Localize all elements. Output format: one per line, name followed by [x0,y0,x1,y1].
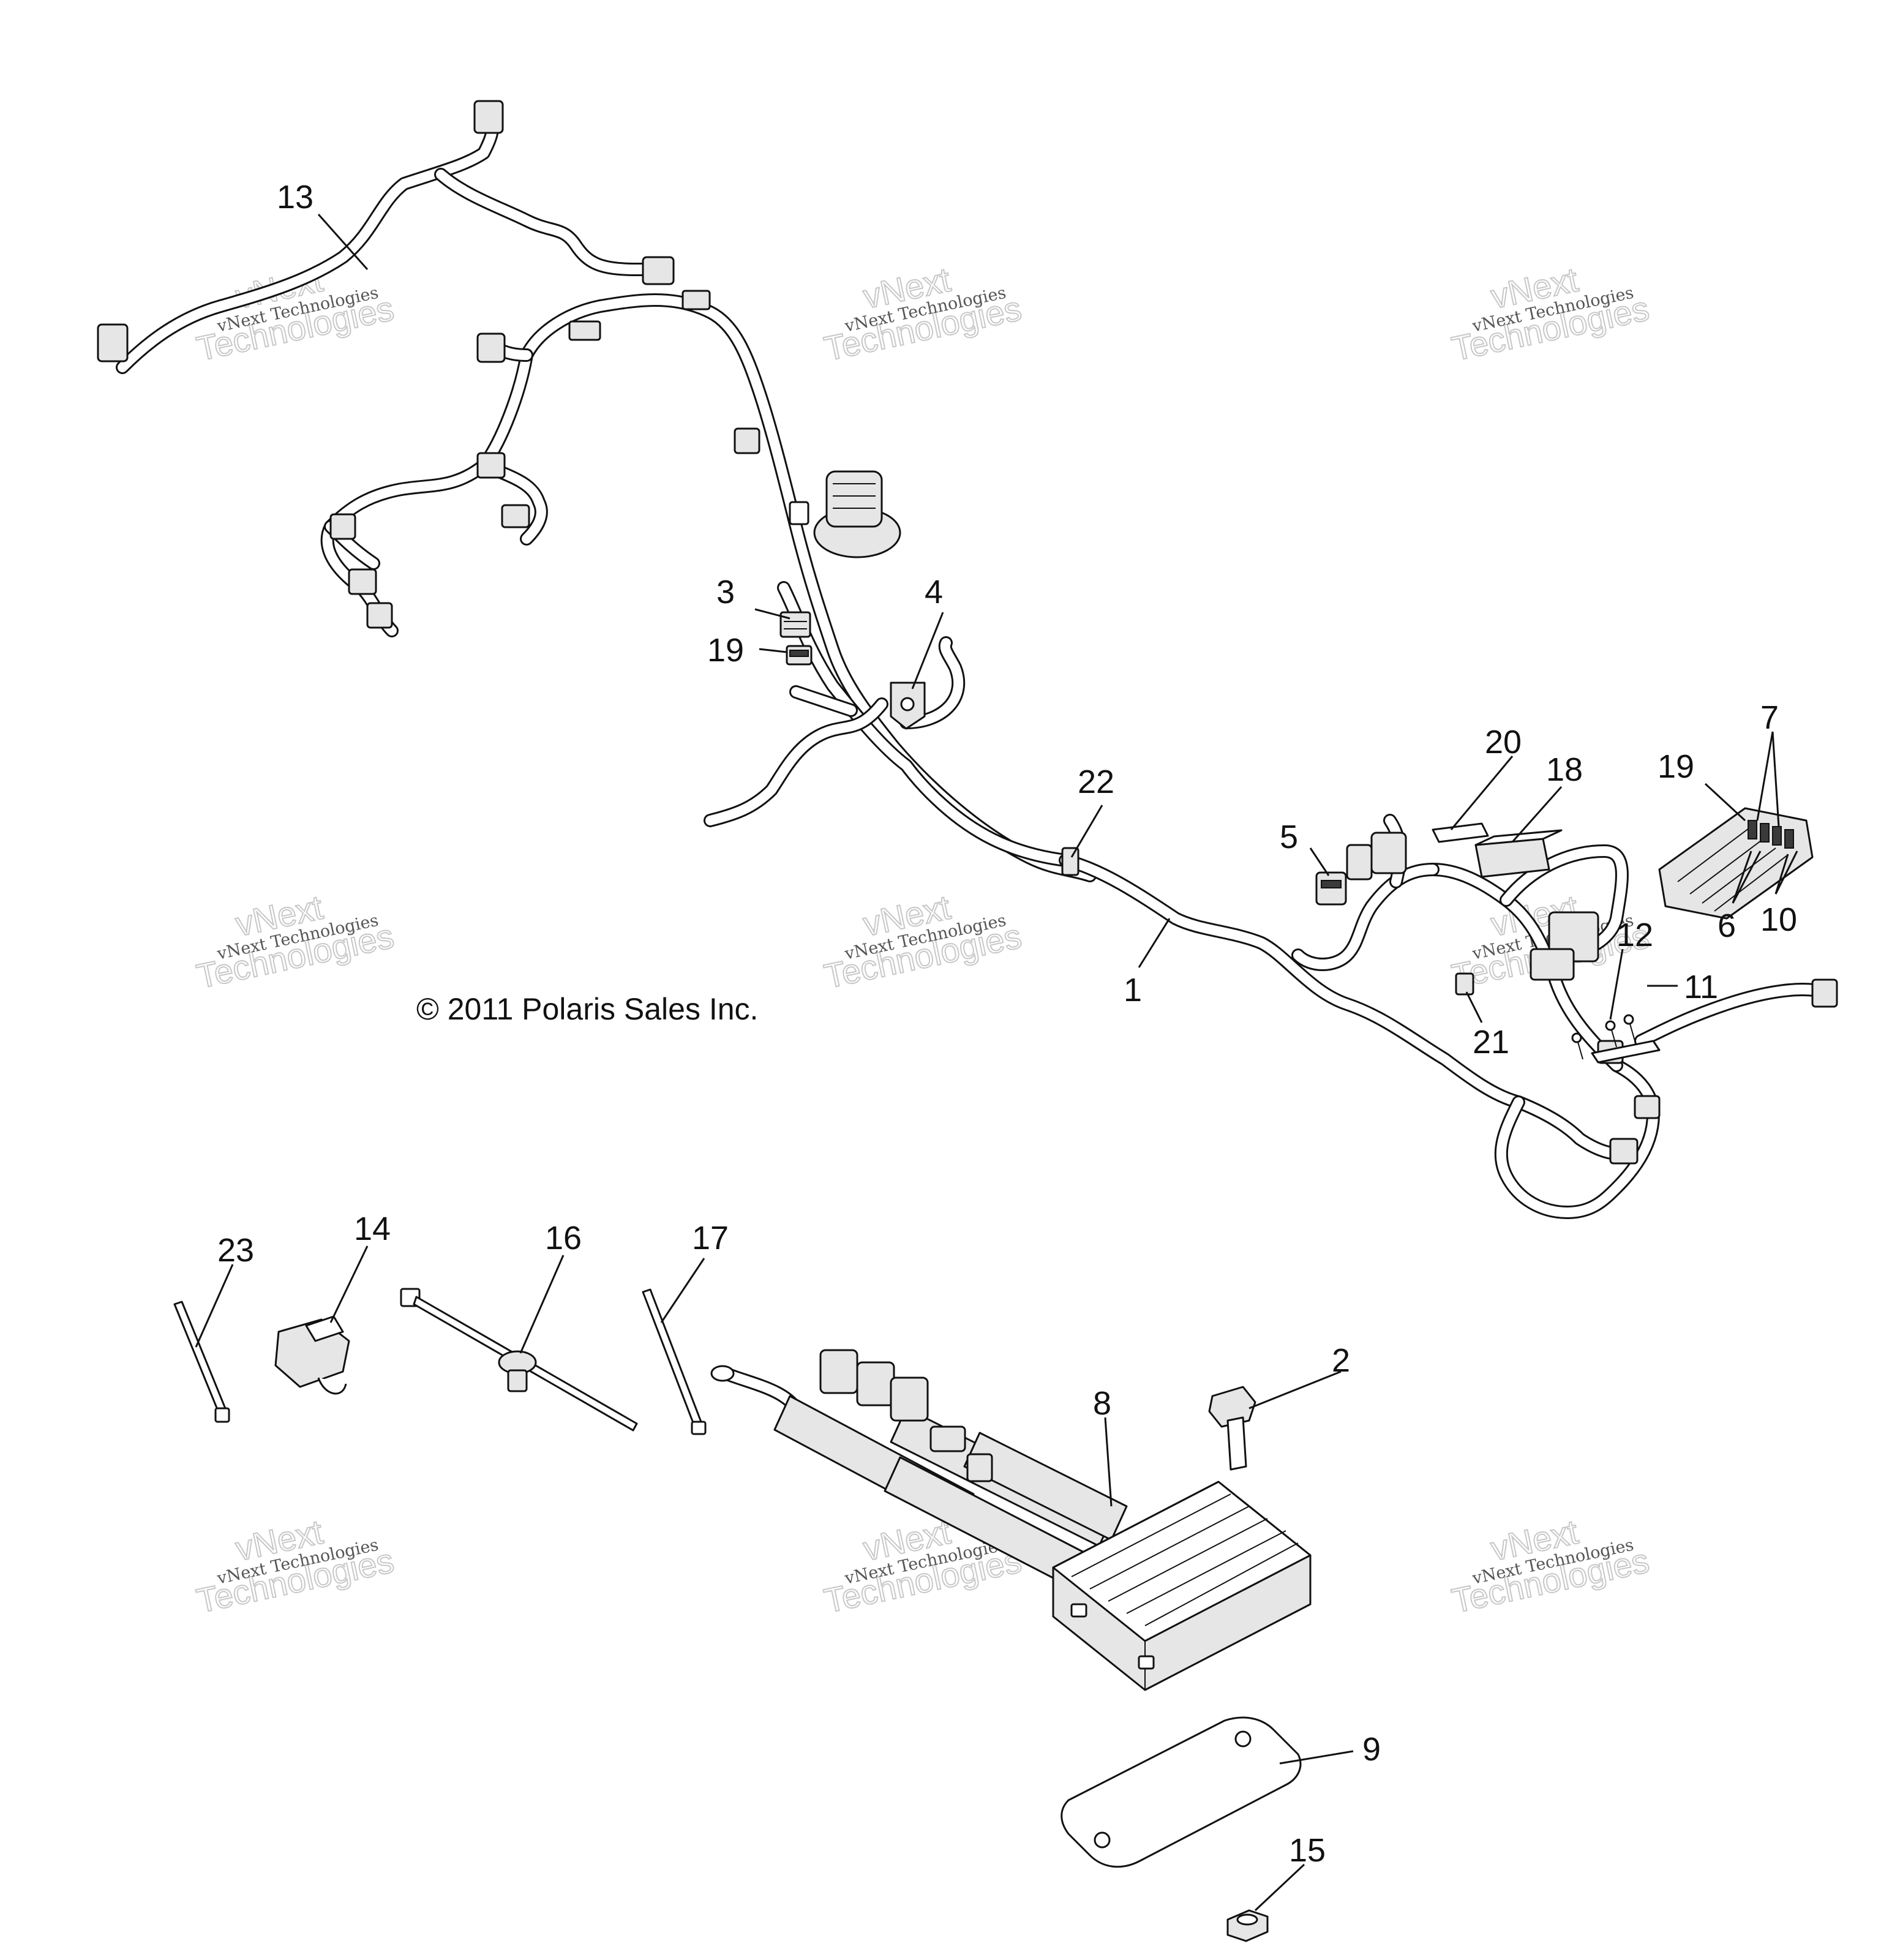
connector [734,427,760,454]
clip [789,501,809,525]
callout-3: 3 [716,574,735,610]
watermark: vNext Technologies vNext Technologies [1448,1512,1653,1621]
connector [1370,832,1407,874]
callout-13: 13 [277,179,314,216]
callout-15: 15 [1289,1832,1326,1869]
watermark: vNext Technologies vNext Technologies [820,887,1026,997]
callout-4: 4 [925,574,943,610]
part-23-cable-tie [173,1301,230,1423]
callout-1: 1 [1124,972,1142,1008]
connector [97,323,129,362]
connector [473,100,504,134]
callout-2: 2 [1332,1342,1350,1379]
connector [476,452,506,479]
connector [681,290,711,310]
watermark: vNext Technologies vNext Technologies [193,1512,398,1621]
part-17-cable-tie [642,1288,707,1435]
part-5 [1315,871,1347,906]
callout-10: 10 [1760,901,1797,938]
connector-block [825,470,883,528]
connector [348,568,377,595]
callout-19b: 19 [1658,748,1694,785]
connector [1609,1138,1639,1165]
connector [501,504,530,528]
copyright-notice: © 2011 Polaris Sales Inc. [416,992,758,1026]
connector [329,513,356,540]
callout-11: 11 [1684,969,1718,1005]
callout-17: 17 [692,1220,729,1256]
part-14-clip [274,1315,350,1395]
watermark: vNext Technologies vNext Technologies [820,260,1026,369]
callout-12: 12 [1616,917,1653,953]
connector [366,602,393,629]
part-16-cable-tie [400,1288,638,1432]
callout-8: 8 [1093,1385,1111,1422]
callout-18: 18 [1546,751,1583,788]
part-4 [890,681,926,730]
part-18-module [1474,829,1563,878]
callout-14: 14 [354,1211,391,1247]
connector [1346,844,1373,880]
fuse-box [1658,807,1814,920]
callout-22: 22 [1078,764,1114,800]
part-2-bolt [1208,1386,1256,1471]
harness-13 [97,100,675,374]
part-11-bracket [1591,1040,1661,1064]
callout-16: 16 [545,1220,582,1256]
callouts: 13 3 19 4 22 1 5 20 18 19 7 6 10 12 11 2… [217,179,1797,1869]
connector [1530,948,1575,981]
connector [568,320,601,341]
callout-6: 6 [1718,907,1736,944]
front-harness [320,290,1097,882]
leader-lines [195,214,1798,1912]
connector [476,332,506,363]
harness-band [1061,847,1079,876]
part-15-nut [1226,1909,1269,1942]
watermark: vNext Technologies vNext Technologies [1448,260,1653,369]
callout-19: 19 [707,632,744,669]
callout-21: 21 [1473,1024,1509,1061]
connector [1634,1095,1661,1119]
watermark: vNext Technologies vNext Technologies [193,887,398,997]
callout-5: 5 [1280,819,1298,855]
part-8-regulator [710,1349,1312,1691]
connector [1811,978,1838,1008]
part-12-screws [1571,1014,1635,1060]
connector [642,256,675,285]
part-3 [779,611,811,638]
callout-20: 20 [1485,724,1522,760]
part-20-pad [1432,822,1489,843]
part-9-pad [1061,1716,1302,1868]
part-21-clip [1455,972,1474,996]
callout-23: 23 [217,1232,254,1269]
part-19-fuse [786,645,813,666]
callout-7: 7 [1760,699,1779,736]
callout-9: 9 [1362,1731,1381,1768]
